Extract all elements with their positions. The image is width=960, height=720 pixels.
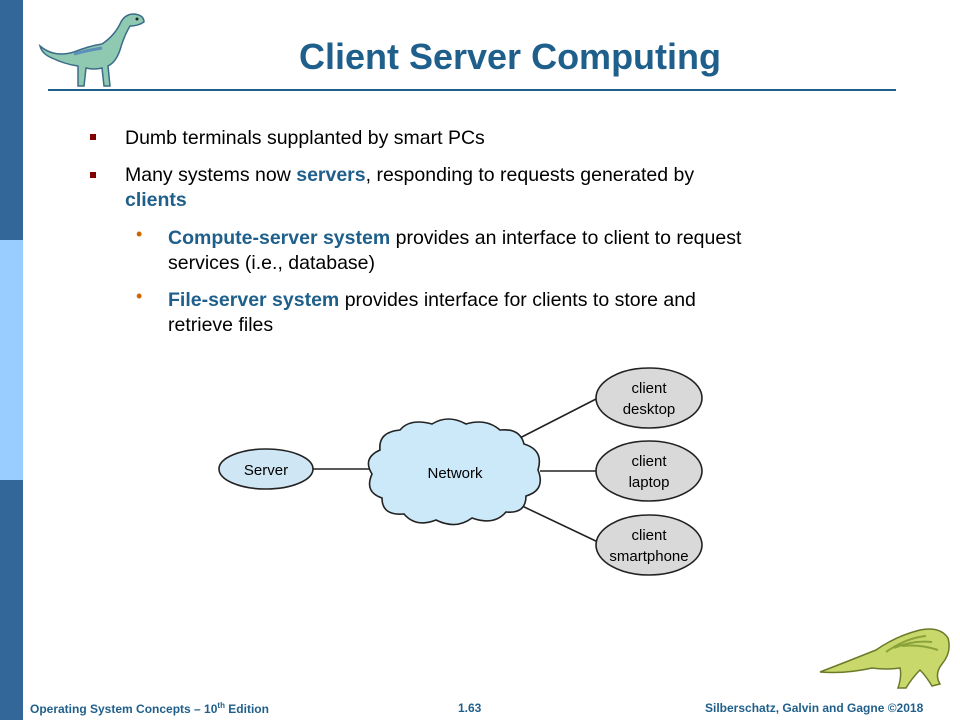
server-node bbox=[218, 448, 314, 490]
page-number: 1.63 bbox=[458, 701, 482, 715]
keyword-file-server: File-server system bbox=[168, 289, 340, 311]
bullet-dot-icon: • bbox=[136, 224, 143, 244]
keyword-clients: clients bbox=[125, 189, 187, 211]
smartphone-link bbox=[519, 504, 601, 544]
sub-bullet-1-text: provides an interface to client to reque… bbox=[390, 227, 742, 249]
bullet-dot-icon: • bbox=[136, 286, 143, 306]
dinosaur-top-left-icon bbox=[38, 13, 145, 87]
footer-book-title: Operating System Concepts – 10 bbox=[30, 702, 218, 716]
footer-book-sup: th bbox=[217, 701, 225, 710]
client-desktop-label-1: client bbox=[631, 380, 667, 397]
dinosaur-bottom-right-icon bbox=[819, 628, 950, 689]
bullet-1: Dumb terminals supplanted by smart PCs bbox=[125, 127, 485, 149]
client-laptop-label-1: client bbox=[631, 453, 667, 470]
sidebar-bottom bbox=[0, 480, 23, 720]
sub-bullet-2-text-cont: retrieve files bbox=[168, 314, 274, 336]
bullet-square-icon bbox=[90, 172, 96, 178]
client-desktop-node bbox=[595, 367, 703, 429]
sub-bullet-2: File-server system provides interface fo… bbox=[168, 288, 878, 338]
title-divider bbox=[48, 89, 896, 91]
client-laptop-label-2: laptop bbox=[629, 474, 670, 491]
sub-bullet-2-text: provides interface for clients to store … bbox=[339, 289, 696, 311]
client-desktop-label-2: desktop bbox=[623, 401, 676, 418]
network-label: Network bbox=[427, 465, 483, 482]
keyword-compute-server: Compute-server system bbox=[168, 227, 391, 249]
bullet-2-text: Many systems now bbox=[125, 164, 297, 186]
client-laptop-node bbox=[595, 440, 703, 502]
sidebar-top bbox=[0, 0, 23, 240]
keyword-servers: servers bbox=[296, 164, 366, 186]
footer-copyright: Silberschatz, Galvin and Gagne ©2018 bbox=[705, 701, 924, 715]
sidebar-middle bbox=[0, 240, 23, 480]
footer-book-edition: Edition bbox=[224, 702, 269, 716]
bullet-square-icon bbox=[90, 134, 96, 140]
footer-book: Operating System Concepts – 10th Edition bbox=[30, 701, 269, 716]
sub-bullet-1: Compute-server system provides an interf… bbox=[168, 226, 878, 276]
client-smartphone-label-2: smartphone bbox=[609, 548, 688, 565]
bullet-2: Many systems now servers, responding to … bbox=[125, 163, 845, 213]
page-title: Client Server Computing bbox=[298, 36, 722, 77]
network-cloud bbox=[367, 418, 542, 526]
sub-bullet-1-text-cont: services (i.e., database) bbox=[168, 252, 376, 274]
client-smartphone-label-1: client bbox=[631, 527, 667, 544]
server-label: Server bbox=[244, 462, 288, 479]
client-smartphone-node bbox=[595, 514, 703, 576]
bullet-2-text-cont: , responding to requests generated by bbox=[365, 164, 695, 186]
desktop-link bbox=[511, 397, 599, 443]
